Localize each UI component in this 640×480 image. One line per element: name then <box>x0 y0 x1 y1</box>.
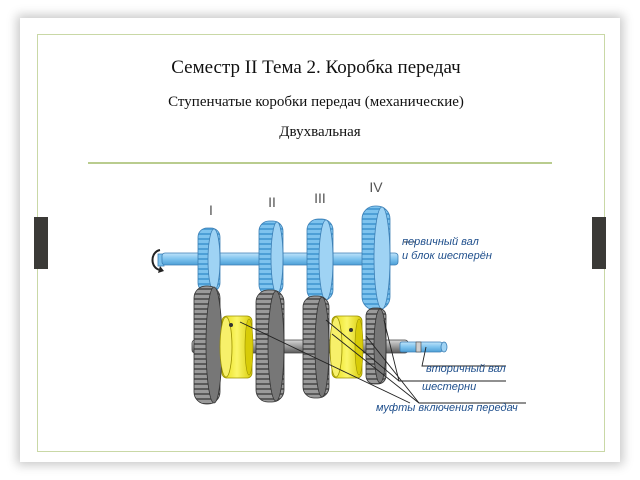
label-gears: шестерни <box>422 381 476 393</box>
secondary-gear-3 <box>302 295 330 399</box>
slide-title: Семестр II Тема 2. Коробка передач <box>171 57 461 78</box>
gearbox-svg: I II III IV <box>151 179 526 414</box>
primary-gear-2 <box>258 220 284 296</box>
leader-lines <box>239 241 526 404</box>
left-accent-bar <box>34 217 48 269</box>
label-couplings: муфты включения передач <box>376 402 518 414</box>
secondary-shaft-end <box>399 341 448 353</box>
gear-number-4: IV <box>369 179 383 195</box>
coupling-1 <box>219 315 254 379</box>
primary-gear-1 <box>197 227 221 293</box>
gear-number-1: I <box>209 202 213 218</box>
gear-number-3: III <box>314 190 326 206</box>
rotation-arrow-icon <box>151 249 165 273</box>
slide-subtitle: Ступенчатые коробки передач (механически… <box>168 94 464 110</box>
right-accent-bar <box>592 217 606 269</box>
primary-gear-3 <box>306 218 334 302</box>
gearbox-diagram: I II III IV <box>104 150 548 436</box>
secondary-gear-1 <box>193 285 223 405</box>
title-divider <box>88 162 552 164</box>
label-primary-shaft-2: и блок шестерён <box>402 250 492 262</box>
gear-number-2: II <box>268 194 276 210</box>
label-primary-shaft-1: первичный вал <box>402 236 479 248</box>
label-secondary-shaft: вторичный вал <box>426 363 506 375</box>
primary-gear-4 <box>361 205 391 311</box>
slide-section: Двухвальная <box>279 124 361 140</box>
secondary-gear-2 <box>255 289 285 403</box>
secondary-gear-4 <box>365 307 387 385</box>
